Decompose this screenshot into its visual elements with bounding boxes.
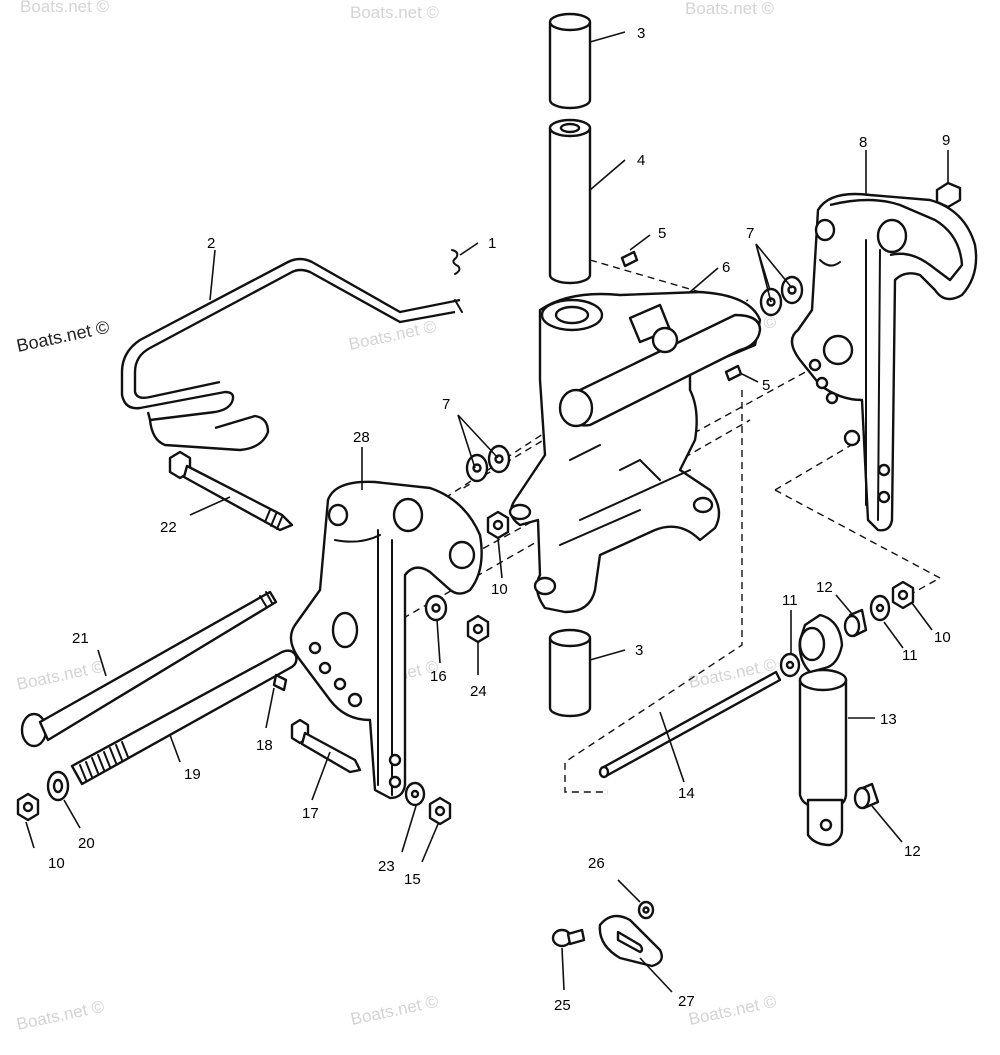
callout-11-right: 11 (902, 647, 918, 664)
grease-fitting-lower (724, 364, 743, 382)
callout-3-lower: 3 (635, 642, 643, 659)
washer-pair-right (759, 275, 804, 317)
callout-22: 22 (160, 519, 177, 536)
washer-16 (424, 594, 448, 622)
long-bolt (20, 590, 278, 748)
callout-12-lower: 12 (904, 843, 921, 860)
callout-19: 19 (184, 766, 201, 783)
sleeve-upper (548, 12, 592, 110)
watermark: Boats.net © (15, 657, 107, 694)
tilt-tube (70, 649, 298, 786)
nut-10-right (891, 580, 915, 610)
clamp-bracket-left (289, 480, 483, 800)
callout-21: 21 (72, 630, 89, 647)
callout-25: 25 (554, 997, 571, 1014)
callout-6: 6 (722, 259, 730, 276)
callout-7-left: 7 (442, 396, 450, 413)
bushing-12-lower (853, 782, 880, 810)
callout-15: 15 (404, 871, 421, 888)
callout-10-left: 10 (48, 855, 65, 872)
nut-lower-left (16, 792, 40, 822)
watermark: Boats.net © (20, 0, 110, 16)
bolt-17 (290, 718, 362, 774)
watermark: Boats.net © (15, 997, 107, 1034)
callout-13: 13 (880, 711, 897, 728)
callout-14: 14 (678, 785, 695, 802)
callout-18: 18 (256, 737, 273, 754)
plate-27 (598, 914, 663, 968)
callout-28: 28 (353, 429, 370, 446)
bolt-upper-left (168, 450, 294, 532)
tilt-lever (120, 257, 463, 452)
bushing-12-upper (843, 608, 868, 638)
callout-26: 26 (588, 855, 605, 872)
watermark: Boats.net © (349, 992, 441, 1029)
clamp-bracket-right (790, 192, 978, 532)
callout-12-upper: 12 (816, 579, 833, 596)
grease-fitting-upper (620, 250, 639, 268)
callout-8: 8 (859, 134, 867, 151)
tilt-rod (598, 670, 782, 779)
nut-center (486, 510, 510, 540)
sleeve-lower (548, 628, 592, 718)
washer-pair-left (465, 444, 511, 483)
nut-15 (428, 796, 452, 826)
callout-7-right: 7 (746, 225, 754, 242)
screw-25 (551, 928, 586, 948)
callout-2: 2 (207, 235, 215, 252)
nut-24 (466, 614, 490, 644)
callout-10-center: 10 (491, 581, 508, 598)
callout-10-right: 10 (934, 629, 951, 646)
watermark: Boats.net © (685, 0, 775, 18)
callout-24: 24 (470, 683, 487, 700)
callout-16: 16 (430, 668, 447, 685)
callout-27: 27 (678, 993, 695, 1010)
washer-20 (46, 770, 70, 802)
retaining-clip (451, 249, 461, 275)
callout-3-upper: 3 (637, 25, 645, 42)
callout-5-lower: 5 (762, 377, 770, 394)
callout-23: 23 (378, 858, 395, 875)
credit-label: Boats.net © (15, 317, 111, 356)
washer-26 (637, 900, 655, 920)
callout-5-upper: 5 (658, 225, 666, 242)
washer-23 (404, 781, 426, 807)
steering-tube (548, 118, 592, 285)
shock-absorber (798, 613, 848, 847)
watermark: Boats.net © (687, 992, 779, 1029)
callout-1: 1 (488, 235, 496, 252)
callout-4: 4 (637, 152, 645, 169)
callouts: 1 2 3 3 4 5 5 6 7 7 8 9 10 10 10 11 11 1… (48, 25, 951, 1014)
watermark: Boats.net © (350, 3, 440, 22)
nut-upper-right (935, 181, 962, 209)
callout-17: 17 (302, 805, 319, 822)
callout-9: 9 (942, 132, 950, 149)
watermark: Boats.net © (347, 317, 439, 354)
washer-11-right (869, 594, 891, 622)
leader-lines (25, 31, 949, 993)
washer-11-left (779, 652, 801, 678)
callout-20: 20 (78, 835, 95, 852)
callout-11-left: 11 (782, 592, 798, 609)
grease-fitting-18 (272, 673, 288, 692)
swivel-bracket (508, 290, 762, 614)
